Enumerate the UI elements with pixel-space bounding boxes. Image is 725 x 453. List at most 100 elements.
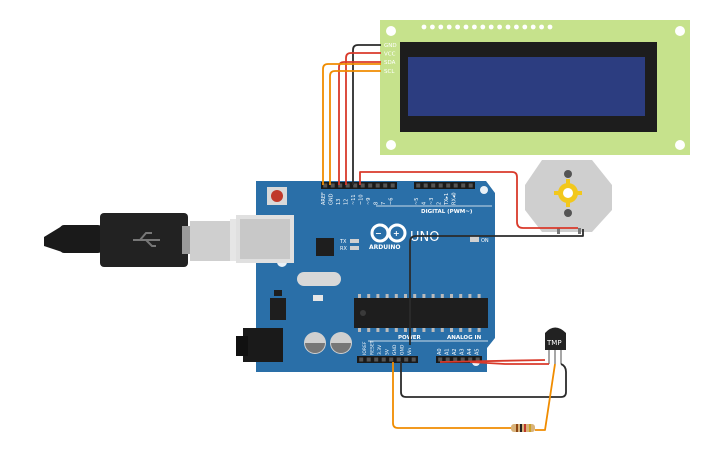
analog-header[interactable]	[436, 356, 482, 363]
digital-pin[interactable]	[438, 183, 443, 188]
lcd-pin-hole	[472, 24, 477, 30]
sensor-label: TMP	[546, 339, 562, 347]
power-pin-label: 5V	[385, 348, 391, 355]
lcd-pin-hole	[446, 24, 452, 30]
analog-label: ANALOG IN	[447, 335, 482, 341]
lcd-pin-label: VCC	[384, 52, 396, 58]
lcd-module[interactable]: GND VCC SDA SCL	[380, 20, 690, 155]
lcd-pin-hole	[505, 24, 511, 30]
digital-pin-label: ~10	[359, 194, 365, 205]
atmega-chip	[354, 294, 488, 332]
digital-pin-label: 8	[374, 202, 380, 205]
lcd-pin-hole	[539, 24, 544, 30]
wires	[322, 44, 584, 431]
digital-label: DIGITAL (PWM~)	[421, 209, 473, 215]
tx-led-label: TX	[339, 239, 347, 245]
lcd-pin-hole	[438, 24, 444, 30]
arduino-uno-board[interactable]: TX RX ON − + ARDUINO UNO DIGITAL (PWM~) …	[236, 181, 495, 372]
digital-pin[interactable]	[423, 183, 428, 188]
power-header[interactable]	[357, 356, 418, 363]
wire-lcd-sda2	[322, 63, 381, 185]
power-pin-label: RESET	[370, 340, 376, 355]
lcd-pin-label: SCL	[384, 69, 395, 75]
digital-pin-label: 2	[437, 202, 443, 205]
wire-sensor-orange	[535, 363, 556, 431]
power-pin[interactable]	[404, 357, 409, 362]
lcd-pin-hole	[488, 24, 494, 30]
usb-chip	[316, 238, 334, 256]
digital-pin[interactable]	[368, 183, 373, 188]
power-pin[interactable]	[359, 357, 364, 362]
lcd-pin-hole	[430, 24, 435, 30]
analog-pin[interactable]	[445, 357, 450, 362]
power-pin[interactable]	[389, 357, 394, 362]
power-pin-label: Vin	[407, 348, 413, 355]
digital-pin-label: 12	[344, 199, 350, 205]
gear-icon	[554, 179, 582, 207]
power-pin[interactable]	[411, 357, 416, 362]
analog-pin[interactable]	[453, 357, 458, 362]
svg-text:−: −	[375, 229, 382, 238]
digital-pin[interactable]	[416, 183, 421, 188]
digital-pin[interactable]	[345, 183, 350, 188]
capacitor	[304, 332, 326, 354]
analog-pin-label: A2	[452, 348, 458, 355]
digital-pin-label: ~5	[414, 198, 420, 205]
digital-pin[interactable]	[323, 183, 328, 188]
power-pin[interactable]	[374, 357, 379, 362]
analog-pin-label: A5	[475, 348, 481, 355]
digital-pin[interactable]	[446, 183, 451, 188]
digital-pin[interactable]	[390, 183, 395, 188]
digital-pin[interactable]	[360, 183, 365, 188]
digital-pin-label: ~6	[389, 198, 395, 205]
wire-analog-red	[439, 359, 546, 363]
dc-motor[interactable]	[525, 160, 612, 234]
digital-header[interactable]	[321, 182, 475, 189]
digital-pin[interactable]	[468, 183, 473, 188]
analog-pin-label: A1	[445, 348, 451, 355]
analog-pin-label: A4	[467, 348, 473, 355]
power-pin[interactable]	[366, 357, 371, 362]
wire-sensor-red	[469, 361, 549, 365]
arduino-logo-icon	[370, 223, 407, 243]
wire-lcd-vcc	[345, 52, 381, 185]
resistor[interactable]	[511, 424, 535, 432]
wire-sensor-black	[400, 362, 567, 398]
digital-pin[interactable]	[383, 183, 388, 188]
crystal-oscillator	[297, 272, 341, 286]
brand-label: ARDUINO	[369, 244, 400, 251]
digital-pin-label: GND	[329, 193, 335, 205]
digital-pin[interactable]	[461, 183, 466, 188]
digital-pin-label: TX▸1	[444, 193, 450, 206]
digital-pin[interactable]	[431, 183, 436, 188]
lcd-pin-hole	[497, 24, 502, 30]
analog-pin[interactable]	[468, 357, 473, 362]
power-pin[interactable]	[396, 357, 401, 362]
analog-pin-label: A3	[460, 348, 466, 355]
lcd-pin-hole	[530, 24, 536, 30]
tmp-sensor[interactable]: TMP	[545, 327, 566, 365]
lcd-pin-label: SDA	[384, 60, 396, 66]
power-pin[interactable]	[381, 357, 386, 362]
analog-pin[interactable]	[438, 357, 443, 362]
analog-pin[interactable]	[475, 357, 480, 362]
digital-pin[interactable]	[453, 183, 458, 188]
power-pin-label: GND	[400, 344, 406, 355]
digital-pin[interactable]	[338, 183, 343, 188]
usb-symbol-icon	[133, 232, 160, 247]
digital-pin[interactable]	[330, 183, 335, 188]
wire-lcd-gnd	[352, 44, 381, 185]
digital-pin[interactable]	[375, 183, 380, 188]
digital-pin-label: ~11	[351, 194, 357, 205]
power-pin-label: IOREF	[362, 341, 368, 355]
lcd-pin-hole	[547, 24, 553, 30]
analog-pin[interactable]	[460, 357, 465, 362]
digital-pin-label: ~9	[366, 198, 372, 205]
digital-pin[interactable]	[353, 183, 358, 188]
power-jack	[236, 328, 283, 362]
reset-button[interactable]	[267, 187, 287, 205]
digital-pin-label: 13	[336, 199, 342, 205]
lcd-pin-label: GND	[384, 43, 397, 49]
analog-pin-label: A0	[437, 348, 443, 355]
